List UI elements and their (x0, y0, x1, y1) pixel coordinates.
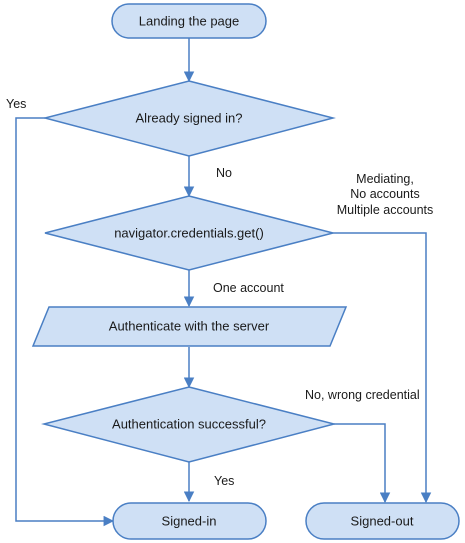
credentials-get-decision (44, 195, 334, 271)
auth-success-decision (41, 386, 337, 463)
edge-wrong-credential-to-signed-out (334, 423, 391, 504)
edge-labels: Yes No Mediating, No accounts Multiple a… (6, 97, 433, 488)
already-signed-in-decision (42, 80, 336, 157)
edges (15, 38, 432, 527)
label-no-accounts: No accounts (350, 187, 419, 201)
label-multiple-accounts: Multiple accounts (337, 203, 434, 217)
edge-yes-already-to-signed-in (15, 117, 115, 527)
label-mediating: Mediating, (356, 172, 414, 186)
node-already-signed-in: Already signed in? (42, 80, 336, 157)
signed-in-terminal (112, 502, 267, 540)
signed-out-terminal (305, 502, 460, 540)
node-auth-success: Authentication successful? (41, 386, 337, 463)
auth-success-label: Authentication successful? (112, 417, 266, 432)
label-wrong-credential: No, wrong credential (305, 388, 420, 402)
label-yes-already: Yes (6, 97, 26, 111)
landing-terminal (111, 3, 267, 39)
node-signed-out: Signed-out (305, 502, 460, 540)
label-no-not-signed: No (216, 166, 232, 180)
node-authenticate: Authenticate with the server (31, 306, 348, 347)
label-one-account: One account (213, 281, 284, 295)
landing-label: Landing the page (139, 14, 239, 29)
label-yes-success: Yes (214, 474, 234, 488)
node-landing: Landing the page (111, 3, 267, 39)
authenticate-label: Authenticate with the server (109, 319, 270, 334)
signed-out-label: Signed-out (351, 514, 414, 529)
node-credentials-get: navigator.credentials.get() (44, 195, 334, 271)
already-signed-in-label: Already signed in? (136, 111, 243, 126)
credentials-get-label: navigator.credentials.get() (114, 226, 264, 241)
edge-credentials-to-signed-out (333, 232, 432, 504)
authenticate-io (31, 306, 348, 347)
signed-in-label: Signed-in (162, 514, 217, 529)
node-signed-in: Signed-in (112, 502, 267, 540)
